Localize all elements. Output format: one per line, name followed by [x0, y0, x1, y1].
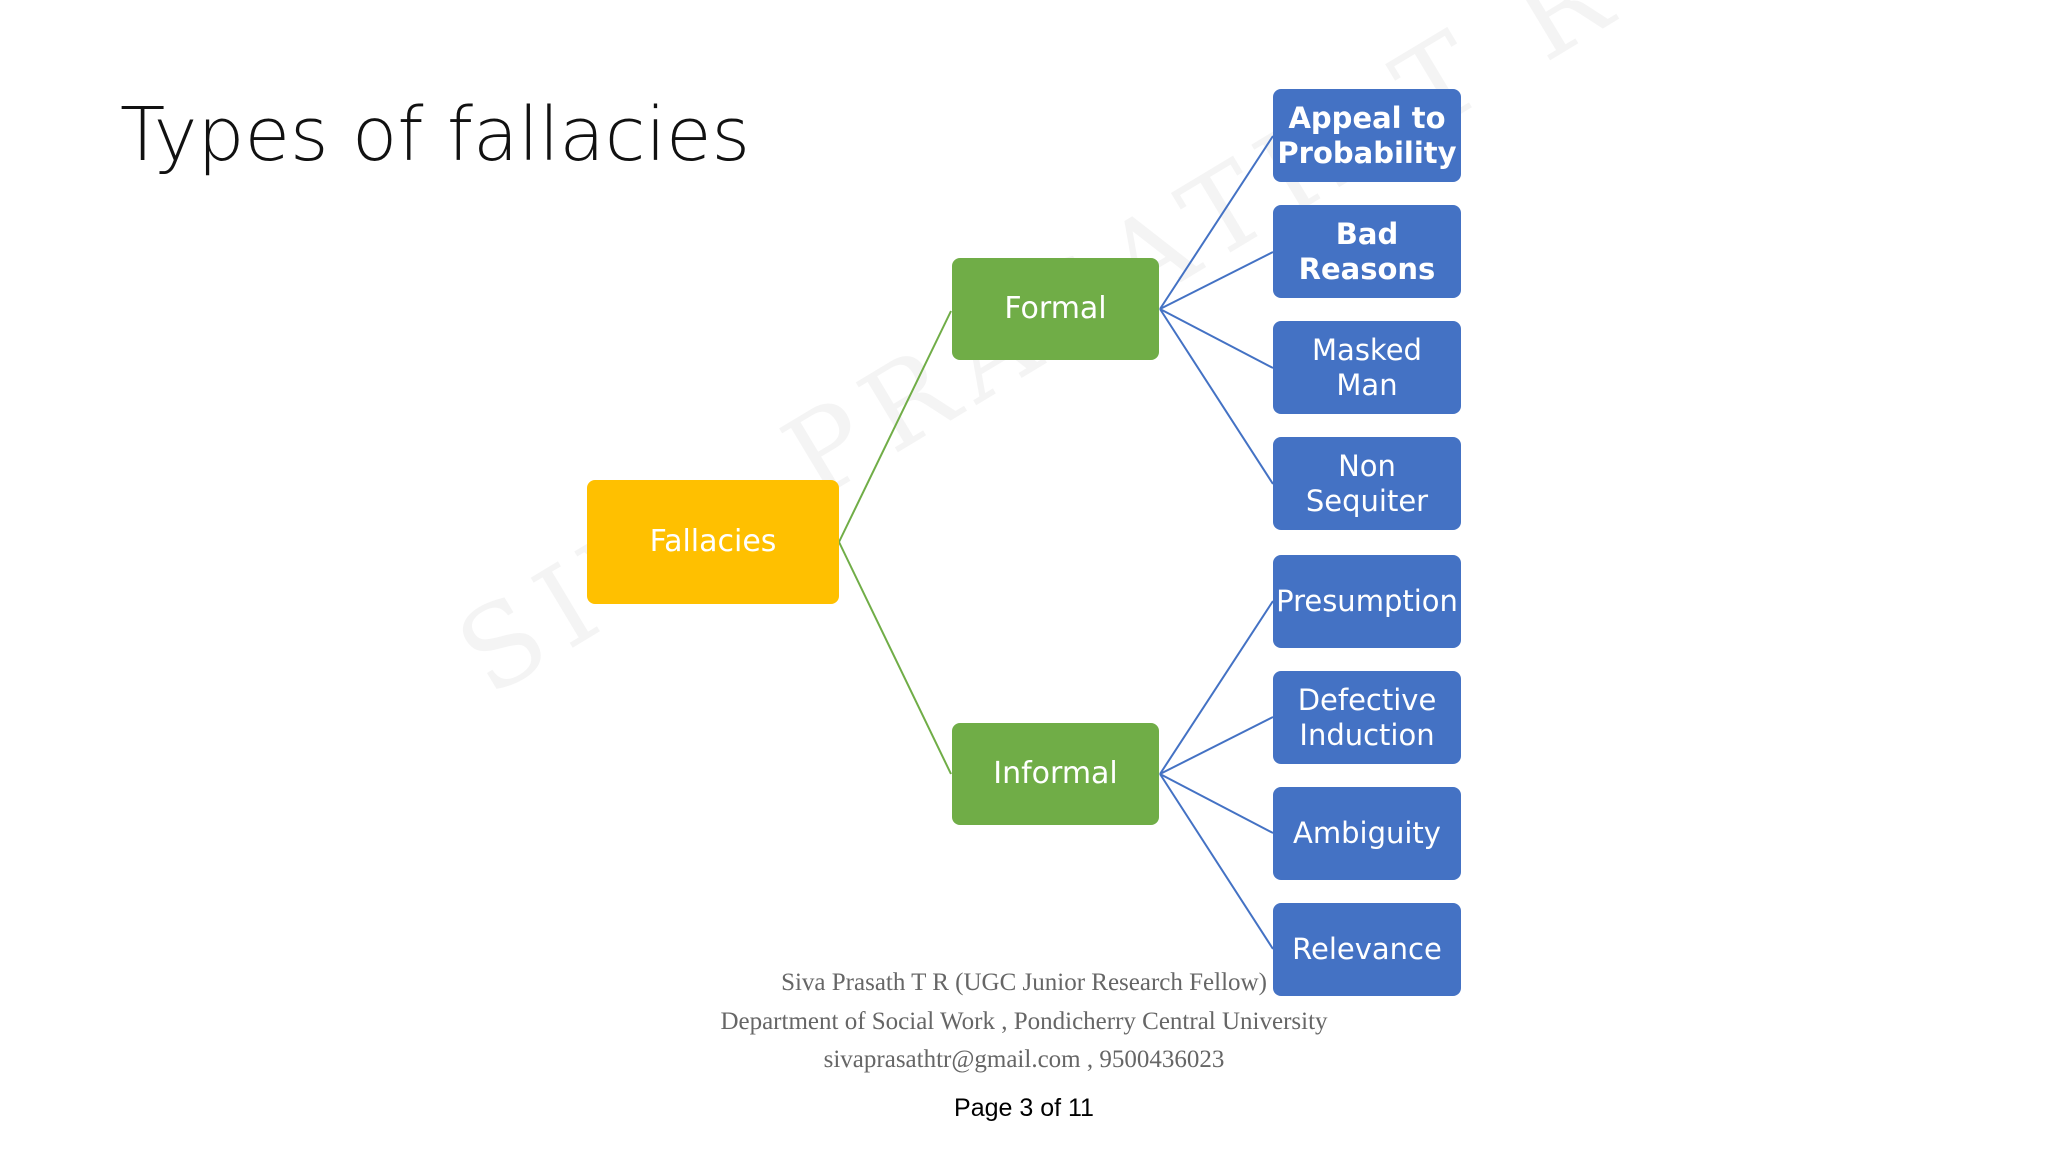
- slide-title: Types of fallacies: [120, 92, 751, 178]
- node-label: Presumption: [1276, 584, 1458, 619]
- node-presumption: Presumption: [1273, 555, 1461, 648]
- page-number: Page 3 of 11: [954, 1094, 1094, 1122]
- footer-author: Siva Prasath T R (UGC Junior Research Fe…: [781, 969, 1267, 996]
- footer-contact: sivaprasathtr@gmail.com , 9500436023: [823, 1046, 1225, 1073]
- connector-formal-leaf-4: [1159, 308, 1274, 485]
- connector-informal-leaf-4: [1159, 773, 1274, 950]
- connector-root-formal: [838, 310, 952, 543]
- node-label: Formal: [1004, 291, 1107, 326]
- connector-formal-leaf-2: [1159, 251, 1274, 310]
- node-formal: Formal: [952, 258, 1159, 360]
- node-non-sequiter: Non Sequiter: [1273, 437, 1461, 530]
- connector-root-informal: [838, 541, 952, 775]
- node-label: Informal: [993, 756, 1118, 791]
- footer-department: Department of Social Work , Pondicherry …: [720, 1008, 1328, 1035]
- node-informal: Informal: [952, 723, 1159, 825]
- node-label: Non Sequiter: [1305, 448, 1429, 518]
- node-masked-man: Masked Man: [1273, 321, 1461, 414]
- connector-formal-leaf-3: [1159, 308, 1274, 369]
- node-bad-reasons: Bad Reasons: [1273, 205, 1461, 298]
- node-label: Bad Reasons: [1298, 216, 1436, 286]
- connector-informal-leaf-2: [1159, 716, 1274, 775]
- node-label: Appeal to Probability: [1277, 100, 1457, 170]
- node-label: Ambiguity: [1293, 816, 1441, 851]
- node-label: Defective Induction: [1297, 682, 1437, 752]
- connector-informal-leaf-1: [1159, 600, 1274, 775]
- node-label: Fallacies: [649, 524, 777, 559]
- node-ambiguity: Ambiguity: [1273, 787, 1461, 880]
- connector-formal-leaf-1: [1159, 135, 1274, 310]
- node-relevance: Relevance: [1273, 903, 1461, 996]
- node-defective-induction: Defective Induction: [1273, 671, 1461, 764]
- node-appeal-to-probability: Appeal to Probability: [1273, 89, 1461, 182]
- node-fallacies: Fallacies: [587, 480, 839, 604]
- connector-informal-leaf-3: [1159, 773, 1274, 834]
- node-label: Masked Man: [1312, 332, 1422, 402]
- node-label: Relevance: [1292, 932, 1442, 967]
